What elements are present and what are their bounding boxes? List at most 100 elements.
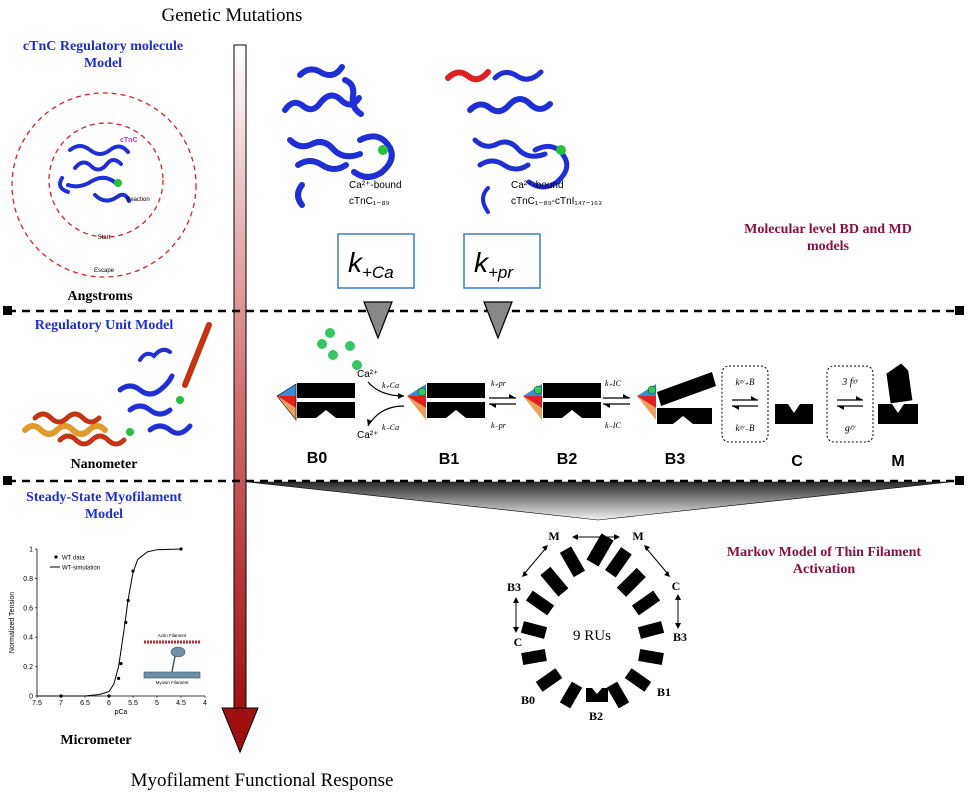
ring-b2-notch [592,688,602,694]
ctnc-structure-1 [282,64,395,208]
ring-label-m-left: M [548,529,559,543]
myofil-title-line2: Model [85,507,123,522]
chart-inset: Actin Filament Myosin Filament [143,633,201,685]
escape-circle [11,92,197,278]
x-tick-label: 5 [155,700,159,707]
y-tick-label: 0.4 [23,635,33,642]
x-axis-label: pCa [115,709,128,716]
x-tick-label: 4.5 [176,700,186,707]
free-calcium-2 [345,341,355,351]
k-ic-reverse: k₋IC [605,421,621,430]
escape-label: Escape [94,268,115,274]
top-label: Genetic Mutations [162,5,303,26]
state-b0-icon [276,383,355,421]
state-b1-icon [407,383,485,420]
struct2-calcium-ion [556,145,566,155]
calcium-ion [114,179,122,187]
data-point [119,662,123,666]
x-tick-label: 6 [107,700,111,707]
markov-title-line1: Markov Model of Thin Filament [727,545,922,560]
y-tick-label: 1 [29,547,33,554]
myofilament-panel: Steady-State Myofilament Model [26,490,182,522]
myofil-title-line1: Steady-State Myofilament [26,490,182,505]
k-ic-forward: k₊IC [605,379,621,388]
x-tick-label: 4 [203,700,207,707]
ring-center-label: 9 RUs [573,628,611,644]
ctnc-title-line1: cTnC Regulatory molecule [23,39,183,54]
bottom-label: Myofilament Functional Response [131,770,394,791]
data-point [107,694,111,698]
free-calcium-5 [317,339,327,349]
k-ca-pointer [363,301,393,340]
state-c-icon [775,404,813,424]
ring-transition-arrows [513,534,681,633]
k-b-forward: kᵡʸ₊B [736,377,755,387]
struct2-label-line1: Ca²⁺-bound [511,180,564,191]
ca-top-label: Ca²⁺ [357,369,378,380]
k-pr-label: k+pr [474,247,514,282]
markov-funnel [247,481,951,521]
r4-box [721,365,769,443]
r3-reverse-head [603,404,610,408]
ca-bottom-label: Ca²⁺ [357,430,378,441]
ring-label-b1: B1 [657,685,671,699]
inset-myosin-label: Myosin Filament [156,680,190,685]
r2-reverse-head [489,404,496,408]
regulatory-unit-panel: Regulatory Unit Model Nanometer [22,318,212,472]
markov-model: Markov Model of Thin Filament Activation… [507,529,921,723]
ring-label-b3-left: B3 [507,580,521,594]
struct1-calcium-ion [378,145,388,155]
molecular-level-line2: models [807,239,850,254]
y-tick-label: 0 [29,694,33,701]
r4-forward-head [751,396,758,400]
ctnc-model-panel: cTnC Regulatory molecule Model cTnC Reac… [11,39,197,304]
state-m-label: M [891,453,904,470]
struct1-label-line1: Ca²⁺-bound [349,180,402,191]
ca-binding-head [398,393,404,399]
molecular-level-line1: Molecular level BD and MD [744,222,912,237]
r5-box [826,365,874,443]
state-b1-label: B1 [439,451,460,468]
myosin-neck [171,655,176,673]
state-c-label: C [791,453,803,470]
inset-actin-label: Actin Filament [158,633,187,638]
data-point [126,598,130,603]
simulation-curve [37,548,182,697]
scale-micrometer: Micrometer [60,733,131,748]
state-b3-icon [637,372,716,424]
k-ca-reverse: k₋Ca [382,423,399,432]
x-tick-label: 7 [59,700,63,707]
state-m-icon [878,363,918,424]
k-ca-label: k+Ca [348,247,394,282]
x-tick-label: 5.5 [128,700,138,707]
free-calcium-3 [328,350,338,360]
k-pr-pointer [483,301,513,340]
r5-reverse-head [837,406,844,410]
legend-label-sim: WT-simulation [62,566,100,572]
k-pr-forward: k₊pr [491,379,507,388]
state-b3-label: B3 [665,451,686,468]
ca-unbinding-head [367,419,372,426]
y-tick-label: 0.8 [23,576,33,583]
ru-title: Regulatory Unit Model [35,318,174,333]
ring-label-b0: B0 [521,693,535,707]
y-tick-label: 0.2 [23,664,33,671]
data-point [117,676,121,680]
data-point [179,547,183,551]
ctnc-structure-2 [445,69,570,214]
scale-angstroms: Angstroms [67,289,133,304]
markov-title-line2: Activation [793,562,855,577]
start-circle [48,122,164,238]
r3-forward-head [623,394,630,398]
k-ca-forward: k₊Ca [382,381,399,390]
myosin-head [170,646,186,658]
struct1-label-line2: cTnC₁₋₈₉ [349,196,390,207]
k-pr-reverse: k₋pr [491,421,507,430]
reaction-label: Reaction [126,197,150,203]
r5-forward-head [856,396,863,400]
r4-reverse-head [732,406,739,410]
state-b2-icon [523,383,601,420]
start-label: Start [98,235,111,241]
